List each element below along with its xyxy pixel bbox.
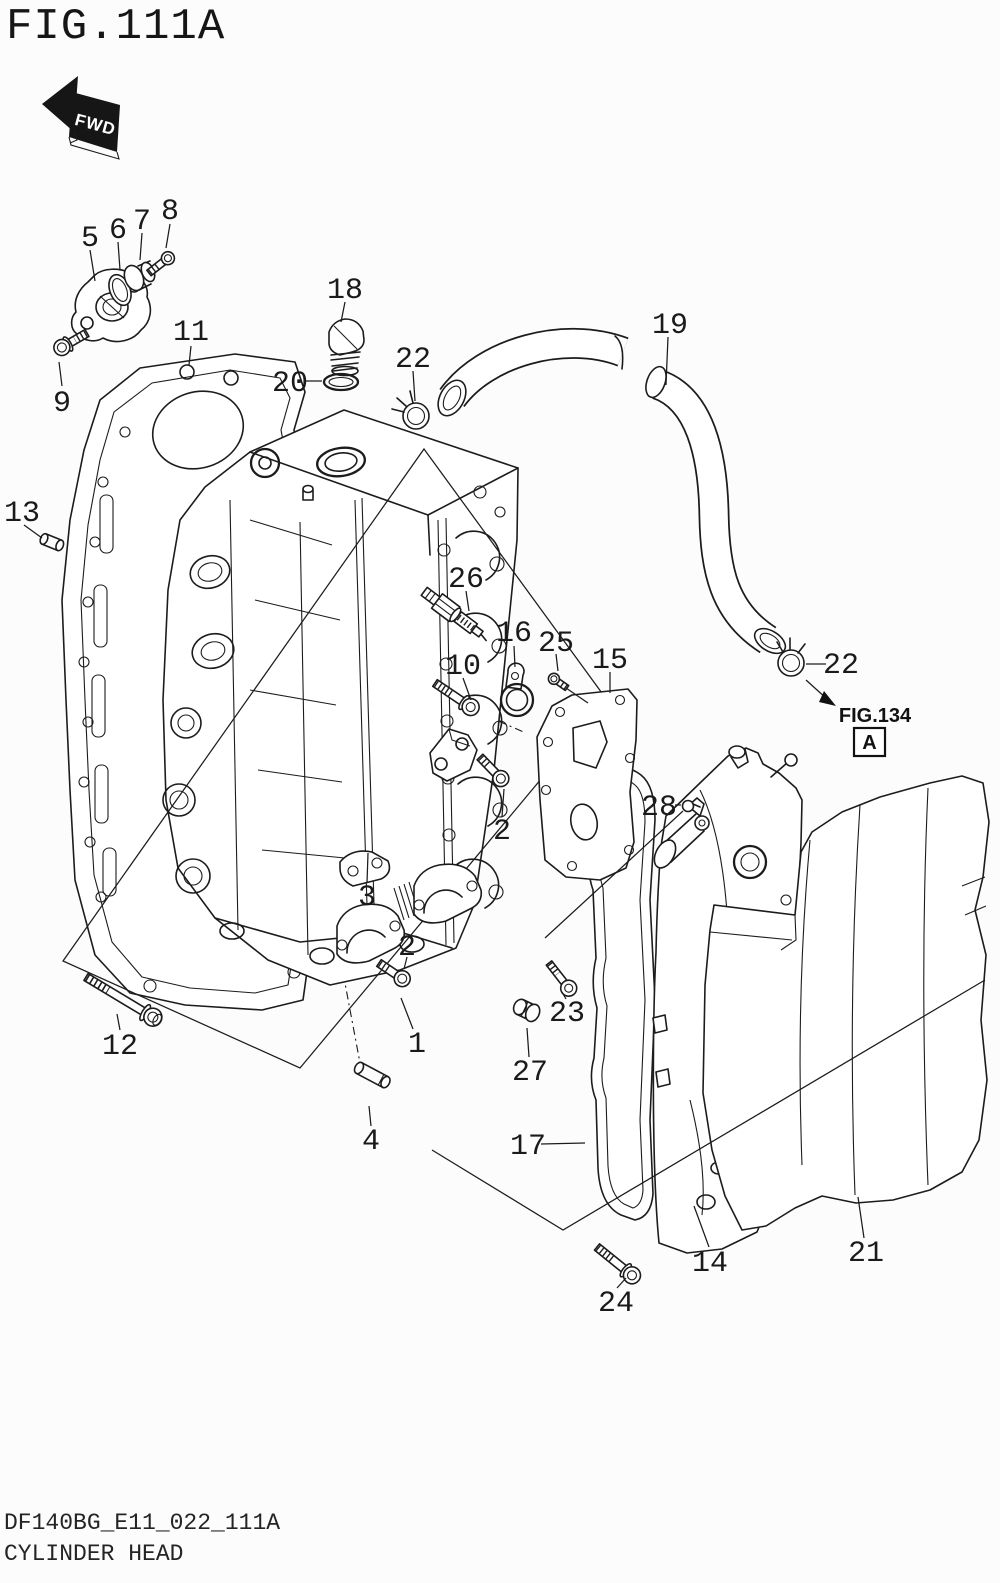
part-label-24: 24: [598, 1287, 634, 1321]
part-label-21: 21: [848, 1237, 884, 1271]
part-26-spark-plug: [420, 586, 487, 642]
part-15-gasket-plate: [536, 688, 638, 881]
part-label-15: 15: [592, 644, 628, 678]
part-label-20: 20: [272, 367, 308, 401]
part-label-11: 11: [173, 316, 209, 350]
part-label-14: 14: [692, 1247, 728, 1281]
part-4-dowel-pin: [353, 1061, 391, 1089]
part-label-26: 26: [448, 563, 484, 597]
part-label-16: 16: [496, 617, 532, 651]
part-28-bolt: [681, 799, 701, 813]
part-label-6: 6: [109, 214, 127, 248]
part-label-22b: 22: [823, 649, 859, 683]
part-label-2a: 2: [493, 815, 511, 849]
section-a-letter: A: [862, 732, 876, 754]
part-label-17: 17: [510, 1130, 546, 1164]
part-label-27: 27: [512, 1056, 548, 1090]
part-12-long-bolt: [83, 972, 163, 1027]
figure-title: FIG.111A: [6, 2, 226, 52]
part-2-bolt-lower: [375, 958, 412, 988]
part-19-hose-front: [437, 327, 629, 417]
part-label-3: 3: [358, 881, 376, 915]
part-22-clamp-upper: [391, 390, 430, 430]
part-label-13: 13: [4, 497, 40, 531]
footer-text: DF140BG_E11_022_111A CYLINDER HEAD: [4, 1508, 280, 1570]
part-8-bolt: [146, 250, 176, 277]
part-18-oil-filler-cap: [328, 318, 365, 377]
part-label-2b: 2: [398, 931, 416, 965]
part-label-23: 23: [549, 997, 585, 1031]
part-3-cam-caps: [336, 850, 483, 964]
part-label-22a: 22: [395, 343, 431, 377]
part-24-bolt: [593, 1243, 642, 1285]
part-label-25: 25: [538, 627, 574, 661]
part-16-cam-seal: [499, 662, 535, 718]
fwd-arrow-icon: FWD: [42, 76, 120, 160]
part-label-4: 4: [362, 1125, 380, 1159]
cover-boundary-corner: [431, 979, 986, 1231]
fig-ref-arrow: [805, 679, 836, 706]
part-21-outer-cover: [702, 775, 990, 1231]
section-a-box: [852, 726, 887, 758]
part-27-cap-plug: [512, 998, 541, 1023]
drawing-code: DF140BG_E11_022_111A: [4, 1510, 281, 1536]
part-label-7: 7: [133, 205, 151, 239]
part-1-cylinder-head-drawing: [162, 409, 519, 986]
part-label-1: 1: [408, 1028, 426, 1062]
part-label-28: 28: [641, 791, 677, 825]
part-10-bolt: [431, 678, 480, 717]
part-20-o-ring: [322, 372, 360, 392]
part-23-bolt: [545, 960, 578, 998]
fig-134-ref: FIG.134: [839, 705, 912, 727]
boundary-frame: [62, 447, 608, 1069]
part-label-5: 5: [81, 222, 99, 256]
part-19-hose-rear: [645, 365, 787, 655]
part-label-9: 9: [53, 387, 71, 421]
part-2-bolt-upper: [476, 753, 510, 788]
part-label-8: 8: [161, 195, 179, 229]
part-label-10: 10: [445, 650, 481, 684]
part-label-19: 19: [652, 309, 688, 343]
part-22-clamp-lower: [776, 637, 806, 677]
part-13-pin: [39, 532, 65, 552]
part-label-18: 18: [327, 274, 363, 308]
leader-lines: [23, 223, 865, 1289]
part-3-cam-bracket: [429, 728, 478, 782]
part-25-bolt: [547, 672, 570, 692]
part-9-bolt: [53, 328, 90, 357]
drawing-title: CYLINDER HEAD: [4, 1541, 184, 1567]
part-label-12: 12: [102, 1030, 138, 1064]
